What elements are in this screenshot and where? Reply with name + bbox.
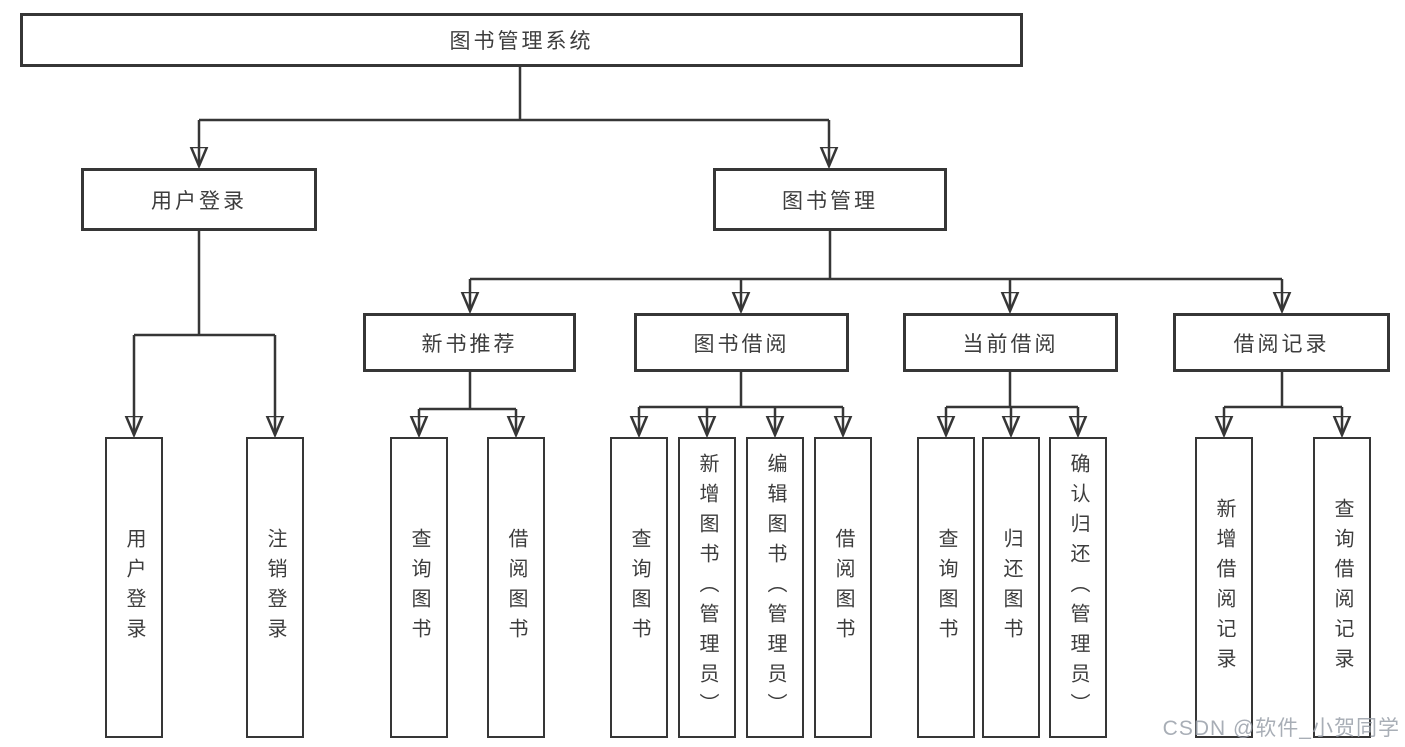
leaf-add-books-admin: 新增图书（管理员） [678, 437, 736, 738]
node-label: 借阅图书 [832, 527, 854, 648]
node-label: 图书管理 [782, 189, 878, 213]
node-label: 图书借阅 [693, 332, 790, 356]
node-label: 图书管理系统 [449, 30, 594, 53]
leaf-confirm-return-admin: 确认归还（管理员） [1049, 437, 1107, 738]
leaf-query-books-current: 查询图书 [917, 437, 975, 738]
node-label: 新增借阅记录 [1213, 497, 1235, 678]
leaf-user-login: 用户登录 [105, 437, 163, 738]
node-book-borrowing: 图书借阅 [634, 313, 849, 372]
node-label: 借阅记录 [1233, 332, 1330, 356]
node-new-book-recommend: 新书推荐 [363, 313, 576, 372]
leaf-borrow-books-borrowing: 借阅图书 [814, 437, 872, 738]
node-borrowing-records: 借阅记录 [1173, 313, 1390, 372]
node-user-login: 用户登录 [81, 168, 317, 231]
node-label: 用户登录 [151, 189, 247, 213]
node-library-system: 图书管理系统 [20, 13, 1023, 67]
node-label: 查询借阅记录 [1331, 497, 1353, 678]
leaf-add-borrow-record: 新增借阅记录 [1195, 437, 1253, 738]
node-label: 查询图书 [408, 527, 430, 648]
leaf-query-books-borrowing: 查询图书 [610, 437, 668, 738]
node-label: 确认归还（管理员） [1067, 452, 1089, 723]
leaf-borrow-books-recommend: 借阅图书 [487, 437, 545, 738]
node-current-borrowing: 当前借阅 [903, 313, 1118, 372]
node-label: 借阅图书 [505, 527, 527, 648]
node-label: 新增图书（管理员） [696, 452, 718, 723]
node-label: 新书推荐 [421, 332, 518, 356]
leaf-edit-books-admin: 编辑图书（管理员） [746, 437, 804, 738]
node-label: 查询图书 [935, 527, 957, 648]
leaf-logout: 注销登录 [246, 437, 304, 738]
node-label: 用户登录 [123, 527, 145, 648]
node-label: 注销登录 [264, 527, 286, 648]
node-label: 查询图书 [628, 527, 650, 648]
leaf-query-borrow-record: 查询借阅记录 [1313, 437, 1371, 738]
leaf-return-books: 归还图书 [982, 437, 1040, 738]
node-label: 当前借阅 [962, 332, 1059, 356]
leaf-query-books-recommend: 查询图书 [390, 437, 448, 738]
node-label: 编辑图书（管理员） [764, 452, 786, 723]
connector-rails [134, 67, 1342, 411]
node-label: 归还图书 [1000, 527, 1022, 648]
node-book-management: 图书管理 [713, 168, 947, 231]
